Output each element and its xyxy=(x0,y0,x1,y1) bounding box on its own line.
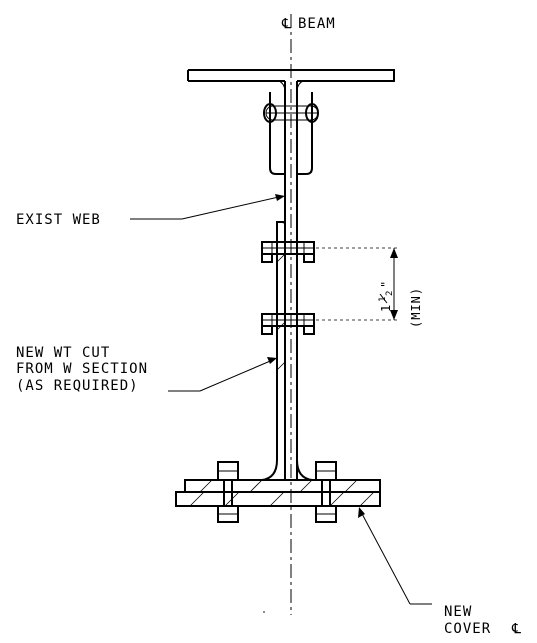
bolt-spacing-dimension xyxy=(316,247,400,321)
existing-connection-angle xyxy=(263,92,319,175)
svg-text:1: 1 xyxy=(378,296,388,302)
svg-text:1: 1 xyxy=(379,304,393,312)
new-cover-label-line2: COVER xyxy=(444,621,491,637)
centerline-label: BEAM xyxy=(298,16,336,32)
new-cover-symbol: ℄ xyxy=(511,621,522,637)
svg-text:": " xyxy=(379,280,393,288)
new-wt-leader xyxy=(168,357,277,392)
new-wt-label-line1: NEW WT CUT xyxy=(16,345,110,361)
existing-top-flange xyxy=(187,69,395,93)
centerline-symbol: ℄ xyxy=(281,16,292,32)
bolt-spacing-text: 1 1 2 " xyxy=(378,280,395,312)
new-cover-plate xyxy=(175,491,381,507)
web-bolt-lower xyxy=(261,313,315,335)
exist-web-leader xyxy=(130,194,285,220)
new-wt-flange xyxy=(184,459,381,493)
flange-bolt-right xyxy=(315,461,337,523)
flange-bolt-left xyxy=(217,461,239,523)
new-cover-leader xyxy=(358,507,432,605)
new-wt-label-line3: (AS REQUIRED) xyxy=(16,378,139,394)
exist-web-label: EXIST WEB xyxy=(16,212,101,228)
web-bolt-upper xyxy=(261,241,315,263)
svg-text:2: 2 xyxy=(385,290,395,296)
new-wt-label-line2: FROM W SECTION xyxy=(16,361,148,377)
drawing-speck xyxy=(263,611,265,613)
existing-web xyxy=(284,92,298,480)
new-wt-stem xyxy=(261,221,286,481)
bolt-spacing-min: (MIN) xyxy=(409,287,423,328)
new-cover-label-line1: NEW xyxy=(444,604,472,620)
